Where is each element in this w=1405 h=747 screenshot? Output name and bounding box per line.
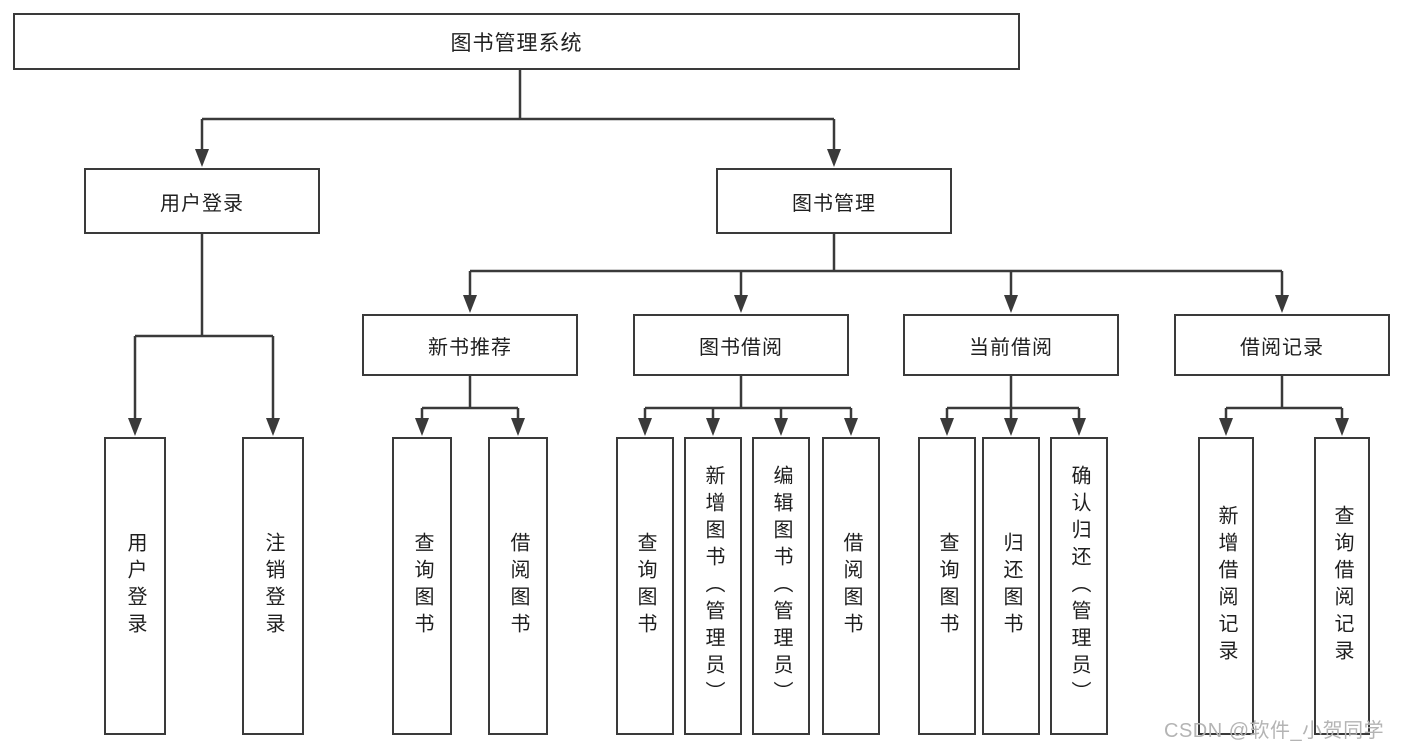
arrowhead-borrow-book-recommend: [511, 418, 525, 436]
node-library-management-system-label: 图书管理系统: [450, 31, 583, 55]
leaf-query-borrow-record: 查询借阅记录: [1314, 437, 1370, 735]
arrowhead-new-book-recommend: [463, 295, 477, 313]
leaf-query-book-borrow: 查询图书: [616, 437, 674, 735]
arrowhead-borrow-record: [1275, 295, 1289, 313]
connector-book-management-split: [468, 234, 1284, 296]
leaf-add-borrow-record: 新增借阅记录: [1198, 437, 1254, 735]
leaf-edit-book-admin-label: 编辑图书（管理员）: [770, 464, 792, 708]
arrowhead-confirm-return-admin: [1072, 418, 1086, 436]
leaf-query-book-recommend: 查询图书: [392, 437, 452, 735]
leaf-query-borrow-record-label: 查询借阅记录: [1331, 505, 1353, 667]
leaf-logout-label: 注销登录: [262, 532, 284, 640]
leaf-user-login-label: 用户登录: [124, 532, 146, 640]
leaf-confirm-return-admin-label: 确认归还（管理员）: [1068, 464, 1090, 708]
node-book-management: 图书管理: [716, 168, 952, 234]
leaf-query-book-current-label: 查询图书: [936, 532, 958, 640]
leaf-borrow-book-label: 借阅图书: [840, 532, 862, 640]
arrowhead-current-borrow: [1004, 295, 1018, 313]
node-user-login-label: 用户登录: [160, 192, 244, 215]
leaf-return-book: 归还图书: [982, 437, 1040, 735]
arrowhead-book-management: [827, 149, 841, 167]
arrowhead-query-borrow-record: [1335, 418, 1349, 436]
arrowhead-user-login: [195, 149, 209, 167]
leaf-borrow-book-recommend-label: 借阅图书: [507, 532, 529, 640]
connector-borrow-split: [643, 376, 853, 419]
leaf-add-book-admin-label: 新增图书（管理员）: [702, 464, 724, 708]
leaf-query-book-recommend-label: 查询图书: [411, 532, 433, 640]
arrowhead-leaf-logout: [266, 418, 280, 436]
connector-recommend-split: [420, 376, 520, 419]
node-library-management-system: 图书管理系统: [13, 13, 1020, 70]
arrowhead-book-borrow: [734, 295, 748, 313]
node-borrow-record: 借阅记录: [1174, 314, 1390, 376]
connector-record-split: [1224, 376, 1344, 419]
connector-root-split: [200, 70, 836, 150]
leaf-add-borrow-record-label: 新增借阅记录: [1215, 505, 1237, 667]
node-user-login: 用户登录: [84, 168, 320, 234]
leaf-return-book-label: 归还图书: [1000, 532, 1022, 640]
node-borrow-record-label: 借阅记录: [1240, 336, 1324, 359]
leaf-borrow-book: 借阅图书: [822, 437, 880, 735]
leaf-borrow-book-recommend: 借阅图书: [488, 437, 548, 735]
arrowhead-return-book: [1004, 418, 1018, 436]
leaf-query-book-current: 查询图书: [918, 437, 976, 735]
arrowhead-borrow-book: [844, 418, 858, 436]
node-book-borrow: 图书借阅: [633, 314, 849, 376]
node-new-book-recommend: 新书推荐: [362, 314, 578, 376]
node-new-book-recommend-label: 新书推荐: [428, 336, 512, 359]
arrowhead-add-borrow-record: [1219, 418, 1233, 436]
arrowhead-query-book-borrow: [638, 418, 652, 436]
node-book-management-label: 图书管理: [792, 192, 876, 215]
csdn-watermark: CSDN @软件_小贺同学: [1164, 720, 1385, 742]
arrowhead-query-book-current: [940, 418, 954, 436]
connector-user-login-split: [133, 234, 275, 419]
connector-current-split: [945, 376, 1081, 419]
leaf-add-book-admin: 新增图书（管理员）: [684, 437, 742, 735]
node-current-borrow-label: 当前借阅: [969, 336, 1053, 359]
leaf-logout: 注销登录: [242, 437, 304, 735]
arrowhead-add-book-admin: [706, 418, 720, 436]
node-book-borrow-label: 图书借阅: [699, 336, 783, 359]
leaf-user-login: 用户登录: [104, 437, 166, 735]
arrowhead-edit-book-admin: [774, 418, 788, 436]
node-current-borrow: 当前借阅: [903, 314, 1119, 376]
leaf-query-book-borrow-label: 查询图书: [634, 532, 656, 640]
arrowhead-leaf-user-login: [128, 418, 142, 436]
leaf-confirm-return-admin: 确认归还（管理员）: [1050, 437, 1108, 735]
arrowhead-query-book-recommend: [415, 418, 429, 436]
leaf-edit-book-admin: 编辑图书（管理员）: [752, 437, 810, 735]
